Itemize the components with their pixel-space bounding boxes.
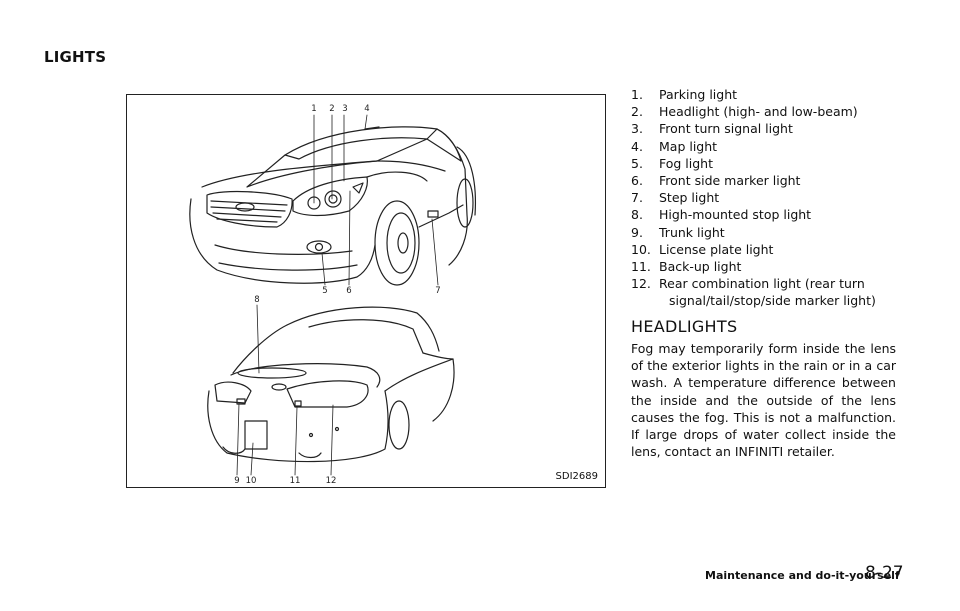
legend-item: 10.License plate light: [631, 241, 774, 257]
legend-item: 1.Parking light: [631, 87, 738, 102]
footer-section-label: Maintenance and do-it-yourself: [705, 569, 900, 582]
legend-item: 4.Map light: [631, 138, 718, 154]
callout-12: 12: [325, 476, 337, 486]
figure-code: SDI2689: [555, 471, 598, 482]
lights-legend-list: 1.Parking light 2.Headlight (high- and l…: [631, 86, 896, 310]
callout-9: 9: [234, 476, 240, 486]
legend-item: 8.High-mounted stop light: [631, 207, 812, 223]
legend-item: 7.Step light: [631, 190, 720, 206]
legend-item: 11.Back-up light: [631, 259, 742, 275]
callout-10: 10: [245, 476, 257, 486]
rear-car-drawing: [207, 304, 455, 476]
callout-1: 1: [311, 104, 317, 114]
callout-6: 6: [346, 286, 352, 296]
callout-3: 3: [342, 104, 348, 114]
legend-item: 6.Front side marker light: [631, 173, 801, 189]
car-line-drawing: [189, 114, 477, 476]
callout-8: 8: [254, 295, 260, 305]
front-car-drawing: [189, 114, 477, 286]
page-number: 8-27: [865, 563, 904, 583]
callout-11: 11: [289, 476, 301, 486]
vehicle-lights-figure: 1 2 3 4 5 6 7 8 9 10 11 12 SDI2689: [126, 94, 606, 488]
callout-5: 5: [322, 286, 328, 296]
legend-item: 5.Fog light: [631, 155, 714, 171]
legend-item: 9.Trunk light: [631, 224, 725, 240]
callout-7: 7: [435, 286, 441, 296]
headlights-heading: HEADLIGHTS: [631, 317, 738, 336]
legend-item: 2.Headlight (high- and low-beam): [631, 104, 858, 120]
section-title: LIGHTS: [44, 48, 107, 66]
headlights-body-text: Fog may temporarily form inside the lens…: [631, 341, 896, 460]
callout-4: 4: [364, 104, 370, 114]
legend-item: 3.Front turn signal light: [631, 121, 793, 137]
callout-2: 2: [329, 104, 335, 114]
